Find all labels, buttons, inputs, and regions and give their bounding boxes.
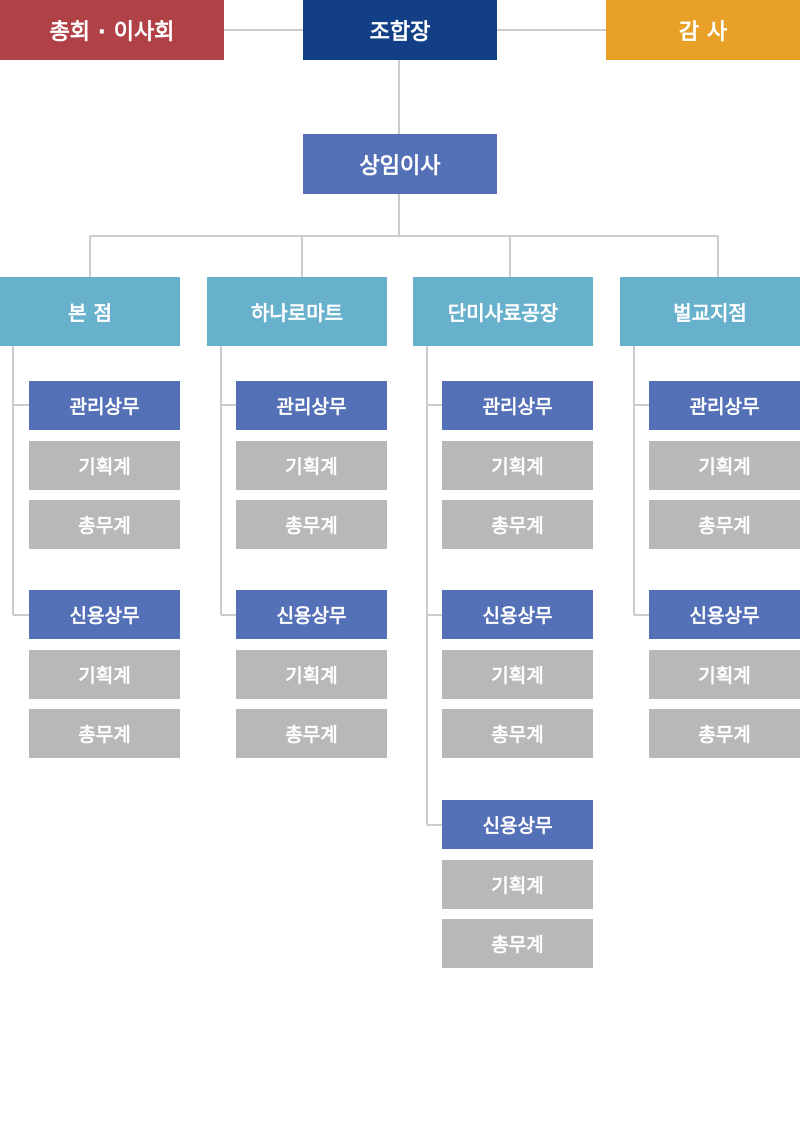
team-label: 총무계 bbox=[491, 515, 544, 537]
branch-label: 단미사료공장 bbox=[447, 301, 559, 325]
department-head-label: 신용상무 bbox=[69, 605, 140, 627]
auditor-label: 감 사 bbox=[678, 20, 728, 45]
president-box: 조합장 bbox=[303, 0, 497, 60]
team-label: 기획계 bbox=[491, 875, 544, 897]
team-label: 총무계 bbox=[285, 515, 338, 537]
president-label: 조합장 bbox=[369, 20, 431, 45]
team-box: 기획계 bbox=[649, 441, 800, 490]
team-label: 기획계 bbox=[285, 456, 338, 478]
team-label: 총무계 bbox=[491, 934, 544, 956]
department-head-label: 신용상무 bbox=[482, 605, 553, 627]
department-head: 신용상무 bbox=[29, 590, 180, 639]
branch-label: 본 점 bbox=[68, 301, 112, 325]
team-label: 기획계 bbox=[698, 665, 751, 687]
team-box: 기획계 bbox=[442, 650, 593, 699]
team-box: 총무계 bbox=[442, 919, 593, 968]
team-label: 총무계 bbox=[698, 724, 751, 746]
team-label: 기획계 bbox=[491, 665, 544, 687]
team-box: 기획계 bbox=[29, 441, 180, 490]
department-head: 신용상무 bbox=[442, 800, 593, 849]
team-label: 총무계 bbox=[285, 724, 338, 746]
team-label: 기획계 bbox=[285, 665, 338, 687]
team-label: 기획계 bbox=[78, 665, 131, 687]
executive-director-label: 상임이사 bbox=[359, 154, 441, 179]
team-label: 총무계 bbox=[491, 724, 544, 746]
department-head: 신용상무 bbox=[236, 590, 387, 639]
department-head-label: 관리상무 bbox=[689, 396, 760, 418]
department-head: 신용상무 bbox=[442, 590, 593, 639]
general-meeting-board-label: 총회 · 이사회 bbox=[49, 20, 175, 45]
branch-head-office: 본 점 bbox=[0, 277, 180, 346]
team-box: 기획계 bbox=[29, 650, 180, 699]
team-box: 총무계 bbox=[442, 500, 593, 549]
branch-label: 벌교지점 bbox=[673, 301, 747, 325]
general-meeting-board-box: 총회 · 이사회 bbox=[0, 0, 224, 60]
team-label: 총무계 bbox=[78, 724, 131, 746]
department-head-label: 관리상무 bbox=[482, 396, 553, 418]
branch-hanaro-mart: 하나로마트 bbox=[207, 277, 387, 346]
team-box: 기획계 bbox=[236, 441, 387, 490]
team-box: 총무계 bbox=[649, 709, 800, 758]
team-label: 기획계 bbox=[698, 456, 751, 478]
auditor-box: 감 사 bbox=[606, 0, 800, 60]
team-box: 기획계 bbox=[442, 441, 593, 490]
branch-feed-factory: 단미사료공장 bbox=[413, 277, 593, 346]
department-head: 관리상무 bbox=[442, 381, 593, 430]
department-head: 관리상무 bbox=[29, 381, 180, 430]
team-box: 총무계 bbox=[236, 500, 387, 549]
team-box: 총무계 bbox=[649, 500, 800, 549]
team-label: 기획계 bbox=[78, 456, 131, 478]
team-box: 기획계 bbox=[649, 650, 800, 699]
branch-label: 하나로마트 bbox=[251, 301, 343, 325]
department-head-label: 신용상무 bbox=[689, 605, 760, 627]
department-head: 신용상무 bbox=[649, 590, 800, 639]
department-head: 관리상무 bbox=[236, 381, 387, 430]
branch-beolgyo: 벌교지점 bbox=[620, 277, 800, 346]
team-box: 기획계 bbox=[236, 650, 387, 699]
department-head-label: 신용상무 bbox=[276, 605, 347, 627]
team-box: 기획계 bbox=[442, 860, 593, 909]
team-label: 총무계 bbox=[698, 515, 751, 537]
team-label: 총무계 bbox=[78, 515, 131, 537]
department-head-label: 신용상무 bbox=[482, 815, 553, 837]
team-box: 총무계 bbox=[236, 709, 387, 758]
department-head: 관리상무 bbox=[649, 381, 800, 430]
executive-director-box: 상임이사 bbox=[303, 134, 497, 194]
team-box: 총무계 bbox=[442, 709, 593, 758]
department-head-label: 관리상무 bbox=[276, 396, 347, 418]
team-box: 총무계 bbox=[29, 709, 180, 758]
team-label: 기획계 bbox=[491, 456, 544, 478]
team-box: 총무계 bbox=[29, 500, 180, 549]
department-head-label: 관리상무 bbox=[69, 396, 140, 418]
